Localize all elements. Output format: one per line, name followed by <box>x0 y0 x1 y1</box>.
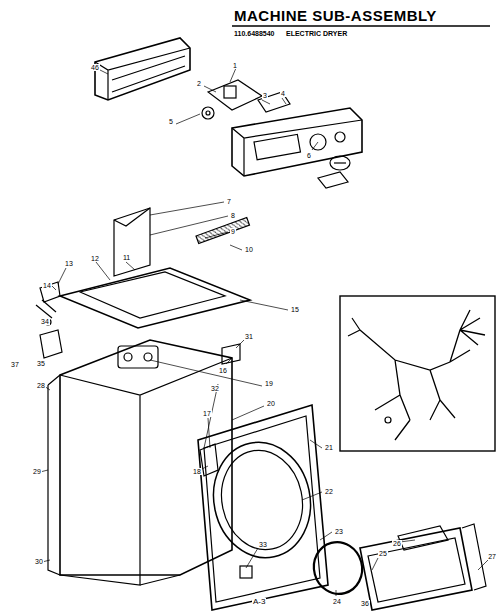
callout-number: 1 <box>232 62 238 69</box>
callout-number: 16 <box>218 367 228 374</box>
callout-number: 23 <box>334 528 344 535</box>
callout-number: 11 <box>122 254 131 261</box>
callout-number: 22 <box>324 488 334 495</box>
page-number: A-3 <box>252 598 266 606</box>
callout-number: 33 <box>258 541 268 548</box>
callout-number: 31 <box>244 333 254 340</box>
model-number: 110.6488540 <box>234 30 275 37</box>
callout-number: 9 <box>230 228 236 235</box>
callout-number: 14 <box>42 282 52 289</box>
diagram-title: MACHINE SUB-ASSEMBLY <box>234 8 437 23</box>
callout-number: 18 <box>192 468 202 475</box>
callout-number: 35 <box>36 360 46 367</box>
callout-number: 13 <box>64 260 74 267</box>
callout-number: 27 <box>487 553 497 560</box>
callout-number: 3 <box>262 92 268 99</box>
callout-number: 10 <box>244 246 254 253</box>
callout-number: 12 <box>90 255 100 262</box>
callout-number: 7 <box>226 198 232 205</box>
callout-number: 46 <box>90 64 100 71</box>
callout-number: 28 <box>36 382 46 389</box>
callout-number: 17 <box>202 410 212 417</box>
callout-number: 32 <box>210 385 220 392</box>
callout-number: 30 <box>34 558 44 565</box>
callout-number: 24 <box>332 598 342 605</box>
product-name: ELECTRIC DRYER <box>286 30 347 37</box>
callout-number: 37 <box>10 361 20 368</box>
callout-number: 6 <box>306 152 312 159</box>
callout-number: 34 <box>40 318 50 325</box>
callout-number: 20 <box>266 400 276 407</box>
callout-number: 2 <box>196 80 202 87</box>
callout-number: 29 <box>32 468 42 475</box>
callout-number: 4 <box>280 90 286 97</box>
callout-number: 36 <box>360 600 370 607</box>
callout-number: 25 <box>378 550 388 557</box>
callout-number: 8 <box>230 212 236 219</box>
callout-number: 15 <box>290 306 300 313</box>
callout-number: 5 <box>168 118 174 125</box>
callout-number: 21 <box>324 444 334 451</box>
callout-number: 19 <box>264 380 274 387</box>
callout-number: 26 <box>392 540 402 547</box>
